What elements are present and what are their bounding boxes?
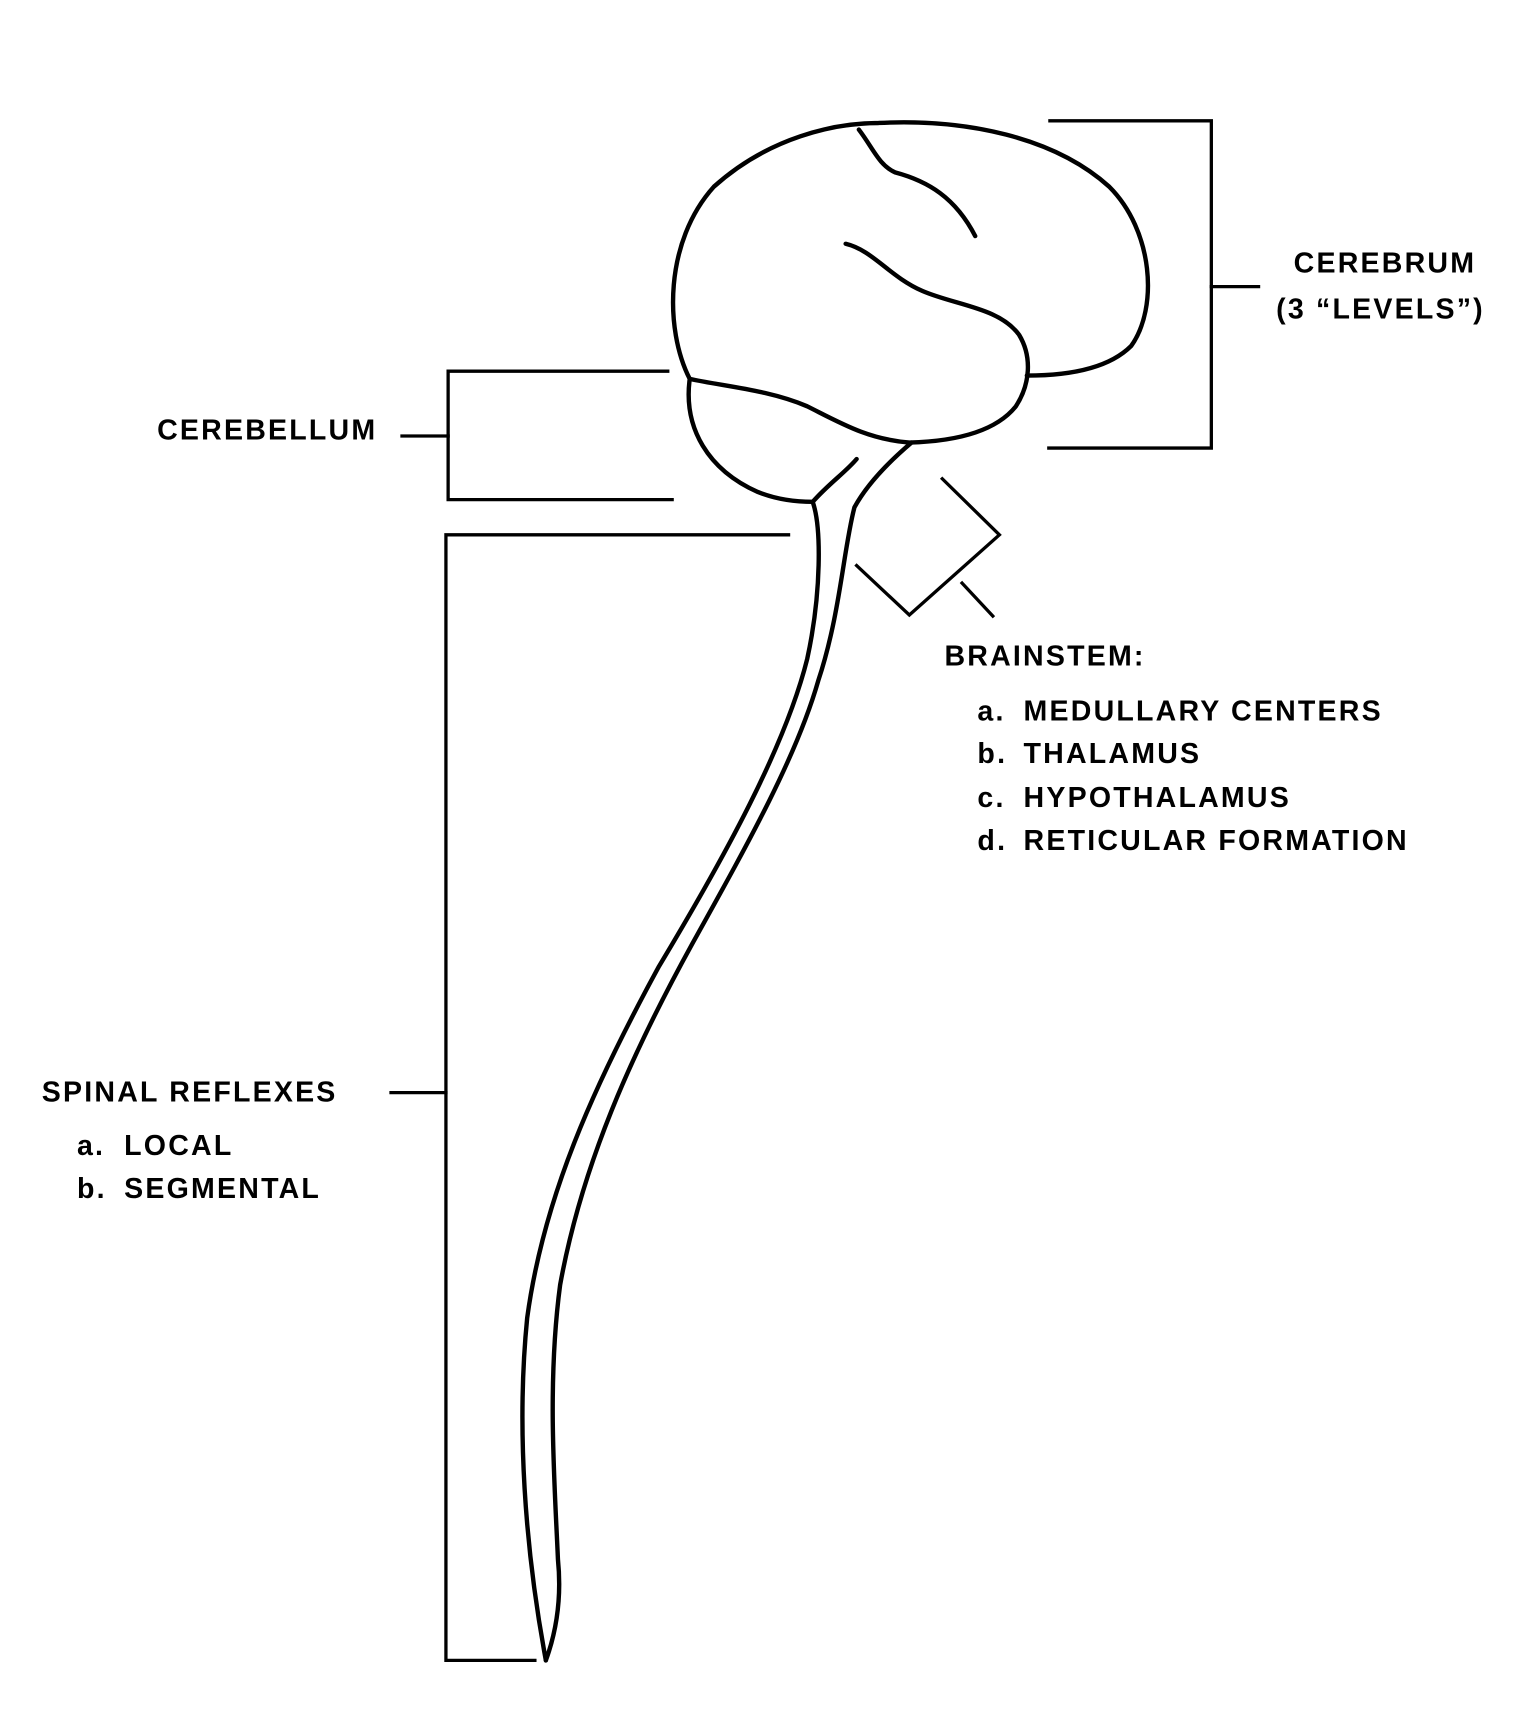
list-marker: a. [77, 1130, 105, 1162]
brainstem-title: BRAINSTEM: [944, 640, 1145, 672]
list-marker: b. [77, 1173, 107, 1205]
list-marker: c. [977, 782, 1005, 814]
list-marker: a. [977, 695, 1005, 727]
brain-drawing [520, 120, 1151, 1663]
spinal-list: a. LOCAL b. SEGMENTAL [77, 1130, 321, 1205]
cerebellum-outline [686, 376, 815, 505]
list-item: RETICULAR FORMATION [1024, 825, 1409, 857]
list-item: THALAMUS [1024, 738, 1202, 770]
brainstem-right [543, 440, 914, 1663]
brainstem-bracket [854, 476, 1002, 619]
list-marker: d. [977, 825, 1007, 857]
cerebrum-label: CEREBRUM [1294, 247, 1477, 279]
pons-line [810, 456, 859, 505]
cerebrum-levels-label: (3 “LEVELS”) [1276, 293, 1485, 325]
spinal-reflexes-title: SPINAL REFLEXES [42, 1076, 338, 1108]
brainstem-left [520, 499, 821, 1663]
cerebrum-bracket [1047, 119, 1261, 450]
cerebellum-bracket [400, 369, 674, 502]
list-marker: b. [977, 738, 1007, 770]
list-item: SEGMENTAL [124, 1173, 321, 1205]
list-item: HYPOTHALAMUS [1024, 782, 1291, 814]
cerebrum-outline [670, 120, 1151, 382]
brainstem-list: a. MEDULLARY CENTERS b. THALAMUS c. HYPO… [977, 695, 1409, 857]
temporal-lobe-outline [687, 241, 1031, 445]
list-item: LOCAL [124, 1130, 233, 1162]
central-sulcus [856, 127, 978, 239]
list-item: MEDULLARY CENTERS [1024, 695, 1383, 727]
spinal-bracket [389, 533, 791, 1663]
cerebellum-label: CEREBELLUM [157, 414, 377, 446]
